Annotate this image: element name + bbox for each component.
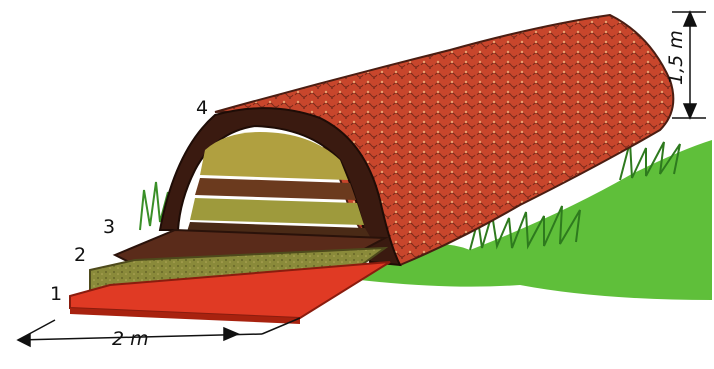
width-dimension-line (18, 318, 300, 346)
width-dimension-label: 2 m (112, 328, 149, 350)
label-layer-3: 3 (103, 216, 115, 238)
label-layer-2: 2 (74, 244, 86, 266)
height-dimension-label: 1,5 m (665, 30, 687, 85)
label-layer-4: 4 (196, 97, 208, 119)
label-layer-1: 1 (50, 283, 62, 305)
